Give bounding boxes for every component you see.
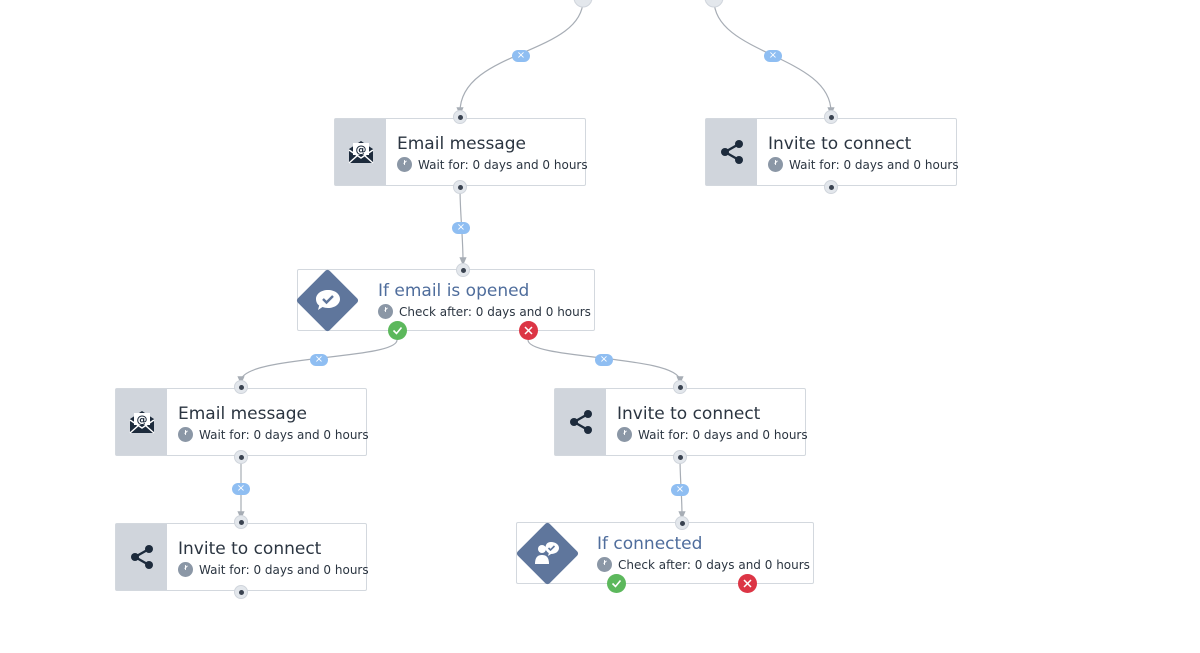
input-port[interactable] bbox=[456, 263, 470, 277]
node-title: Invite to connect bbox=[617, 404, 761, 424]
node-wait: Wait for: 0 days and 0 hours bbox=[178, 427, 369, 442]
node-title: Email message bbox=[397, 134, 526, 154]
input-port[interactable] bbox=[824, 110, 838, 124]
wait-text: Wait for: 0 days and 0 hours bbox=[789, 157, 959, 172]
chat-check-icon bbox=[296, 268, 360, 332]
yes-branch-port[interactable] bbox=[607, 574, 626, 593]
checkmark-icon bbox=[392, 326, 403, 335]
edge-delete-button[interactable] bbox=[452, 222, 470, 234]
no-branch-port[interactable] bbox=[738, 574, 757, 593]
clock-icon bbox=[178, 427, 193, 442]
wait-text: Wait for: 0 days and 0 hours bbox=[418, 157, 588, 172]
clock-icon bbox=[768, 157, 783, 172]
node-icon-box: @ bbox=[116, 389, 167, 455]
check-text: Check after: 0 days and 0 hours bbox=[399, 304, 591, 319]
node-email-message[interactable]: @ Email message Wait for: 0 days and 0 h… bbox=[334, 118, 588, 186]
node-icon-box bbox=[116, 524, 167, 590]
output-port[interactable] bbox=[234, 585, 248, 599]
clock-icon bbox=[617, 427, 632, 442]
wait-text: Wait for: 0 days and 0 hours bbox=[199, 562, 369, 577]
checkmark-icon bbox=[611, 579, 622, 588]
input-port[interactable] bbox=[234, 380, 248, 394]
share-icon bbox=[130, 545, 153, 569]
envelope-at-icon: @ bbox=[129, 411, 154, 434]
node-invite-to-connect[interactable]: Invite to connect Wait for: 0 days and 0… bbox=[554, 388, 808, 456]
input-port[interactable] bbox=[234, 515, 248, 529]
person-chat-icon bbox=[515, 521, 579, 585]
check-text: Check after: 0 days and 0 hours bbox=[618, 557, 810, 572]
envelope-at-icon: @ bbox=[348, 141, 373, 164]
close-icon bbox=[743, 579, 752, 588]
edge-delete-button[interactable] bbox=[310, 354, 328, 366]
node-title: Invite to connect bbox=[178, 539, 322, 559]
output-port[interactable] bbox=[673, 450, 687, 464]
node-wait: Wait for: 0 days and 0 hours bbox=[617, 427, 808, 442]
wait-text: Wait for: 0 days and 0 hours bbox=[638, 427, 808, 442]
clock-icon bbox=[597, 557, 612, 572]
input-port[interactable] bbox=[453, 110, 467, 124]
node-title: Invite to connect bbox=[768, 134, 912, 154]
output-port[interactable] bbox=[824, 180, 838, 194]
node-wait: Wait for: 0 days and 0 hours bbox=[397, 157, 588, 172]
output-port[interactable] bbox=[234, 450, 248, 464]
node-invite-to-connect[interactable]: Invite to connect Wait for: 0 days and 0… bbox=[115, 523, 369, 591]
node-icon-box: @ bbox=[335, 119, 386, 185]
edge-delete-button[interactable] bbox=[512, 50, 530, 62]
edge-delete-button[interactable] bbox=[232, 483, 250, 495]
edge-delete-button[interactable] bbox=[595, 354, 613, 366]
clock-icon bbox=[378, 304, 393, 319]
output-port[interactable] bbox=[453, 180, 467, 194]
share-icon bbox=[569, 410, 592, 434]
condition-title: If email is opened bbox=[378, 281, 530, 301]
svg-text:@: @ bbox=[355, 143, 366, 156]
share-icon bbox=[720, 140, 743, 164]
node-wait: Wait for: 0 days and 0 hours bbox=[768, 157, 959, 172]
clock-icon bbox=[178, 562, 193, 577]
wait-text: Wait for: 0 days and 0 hours bbox=[199, 427, 369, 442]
clock-icon bbox=[397, 157, 412, 172]
node-icon-box bbox=[706, 119, 757, 185]
input-port[interactable] bbox=[675, 516, 689, 530]
input-port[interactable] bbox=[673, 380, 687, 394]
svg-text:@: @ bbox=[136, 413, 147, 426]
condition-title: If connected bbox=[597, 534, 703, 554]
edge-delete-button[interactable] bbox=[764, 50, 782, 62]
node-icon-box bbox=[555, 389, 606, 455]
condition-check: Check after: 0 days and 0 hours bbox=[378, 304, 591, 319]
node-title: Email message bbox=[178, 404, 307, 424]
yes-branch-port[interactable] bbox=[388, 321, 407, 340]
condition-check: Check after: 0 days and 0 hours bbox=[597, 557, 810, 572]
edge-delete-button[interactable] bbox=[671, 484, 689, 496]
close-icon bbox=[524, 326, 533, 335]
node-invite-to-connect[interactable]: Invite to connect Wait for: 0 days and 0… bbox=[705, 118, 959, 186]
node-wait: Wait for: 0 days and 0 hours bbox=[178, 562, 369, 577]
node-email-message[interactable]: @ Email message Wait for: 0 days and 0 h… bbox=[115, 388, 369, 456]
no-branch-port[interactable] bbox=[519, 321, 538, 340]
